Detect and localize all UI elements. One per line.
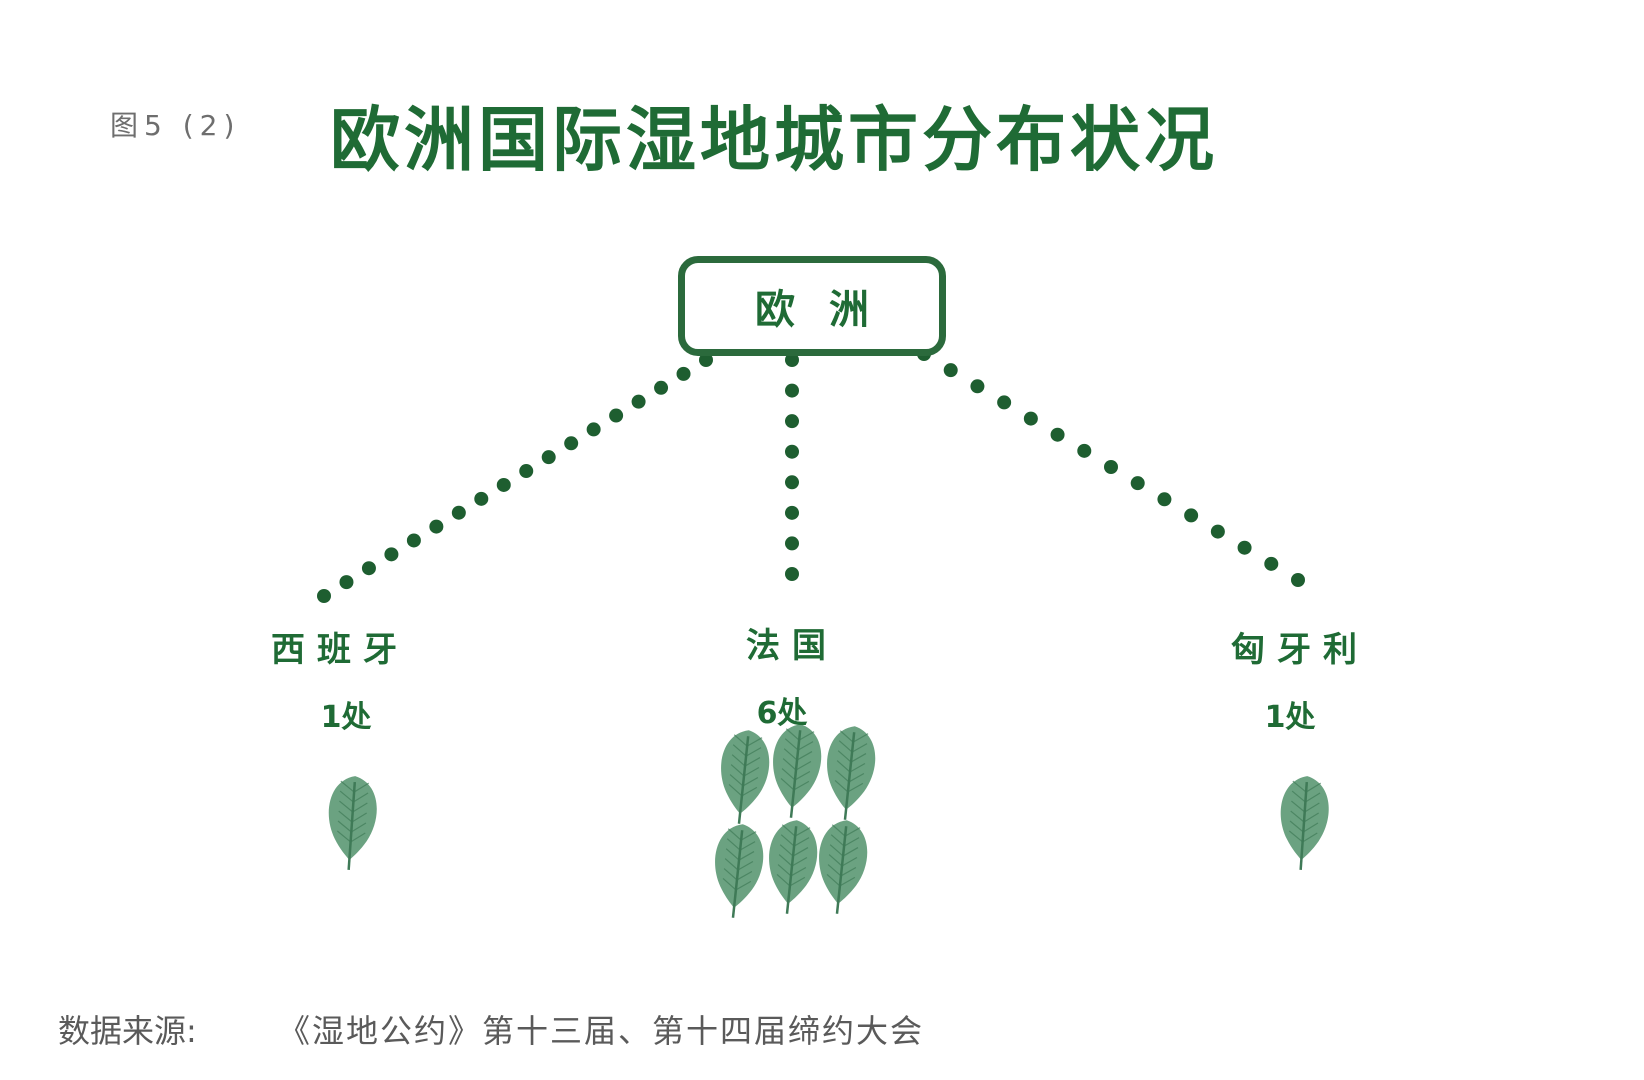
connector-spain-dot <box>519 464 534 479</box>
connector-spain-dot <box>406 533 421 548</box>
connector-spain-dot <box>631 394 646 409</box>
country-name-spain: 西班牙 <box>271 630 409 670</box>
connector-france-dot <box>785 444 799 459</box>
root-node-box: 欧洲 <box>678 256 946 356</box>
connector-spain-dot <box>496 477 511 492</box>
leaf-icon <box>827 726 876 820</box>
connector-spain-dot <box>609 408 624 423</box>
connector-spain-dot <box>676 366 691 381</box>
connector-spain-dot <box>451 505 466 520</box>
country-name-france: 法国 <box>746 626 838 666</box>
connector-france-dot <box>785 383 799 398</box>
connector-hungary-dot <box>1210 524 1225 539</box>
connector-hungary-dot <box>1023 411 1038 426</box>
connector-hungary-dot <box>1104 460 1118 474</box>
connector-spain-dot <box>586 422 601 437</box>
country-count-spain: 1处 <box>320 700 372 735</box>
connector-hungary-dot <box>997 395 1012 410</box>
connector-hungary-dot <box>970 379 985 394</box>
figure-label: 图5 (2) <box>110 109 241 142</box>
connector-france-dot <box>785 475 799 490</box>
leaf-icon <box>773 724 822 818</box>
connector-spain-dot <box>474 491 489 506</box>
connector-france-dot <box>785 353 799 367</box>
dotted-connectors <box>317 347 1305 603</box>
leaf-icon <box>721 730 770 824</box>
connector-spain-dot <box>654 380 669 395</box>
leaf-icon <box>1280 776 1329 870</box>
connector-spain-dot <box>339 575 354 590</box>
country-name-hungary: 匈牙利 <box>1231 630 1369 670</box>
connector-france-dot <box>785 536 799 551</box>
connector-france-dot <box>785 505 799 520</box>
leaf-icon <box>328 776 377 870</box>
diagram-title: 欧洲国际湿地城市分布状况 <box>330 99 1218 181</box>
country-count-france: 6处 <box>756 696 808 731</box>
source-label: 数据来源: <box>58 1012 197 1050</box>
connector-hungary-dot <box>943 363 958 378</box>
connector-hungary-dot <box>1077 443 1092 458</box>
leaf-icon <box>819 820 868 914</box>
connector-hungary-dot <box>1291 573 1305 587</box>
connector-france-dot <box>785 567 799 581</box>
connector-hungary-dot <box>1184 508 1199 523</box>
leaf-icon <box>715 824 764 918</box>
connector-hungary-dot <box>1237 540 1252 555</box>
connector-france-dot <box>785 414 799 429</box>
connector-hungary-dot <box>1130 476 1145 491</box>
connector-hungary-dot <box>1264 556 1279 571</box>
connector-spain-dot <box>317 589 331 603</box>
connector-hungary-dot <box>1157 492 1172 507</box>
connector-spain-dot <box>429 519 444 534</box>
source-text: 《湿地公约》第十三届、第十四届缔约大会 <box>278 1012 925 1050</box>
connector-spain-dot <box>384 547 399 562</box>
country-count-hungary: 1处 <box>1264 700 1316 735</box>
root-node-label: 欧洲 <box>755 287 903 333</box>
connector-spain-dot <box>699 353 713 367</box>
connector-spain-dot <box>361 561 376 576</box>
leaf-markers <box>328 724 1329 918</box>
connector-spain-dot <box>564 436 579 451</box>
leaf-icon <box>769 820 818 914</box>
connector-hungary-dot <box>1050 427 1065 442</box>
connector-spain-dot <box>541 450 556 465</box>
